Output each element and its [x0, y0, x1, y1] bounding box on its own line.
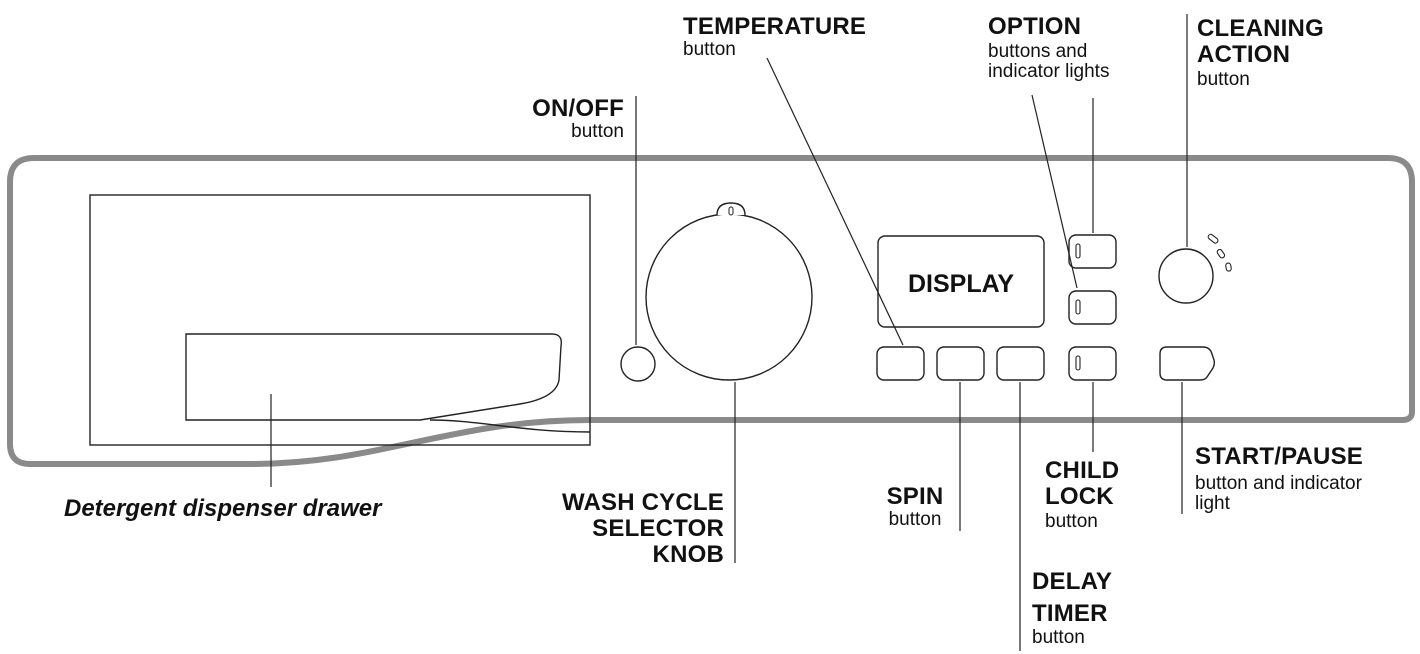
label-cleaning-title-1: CLEANING: [1197, 15, 1324, 42]
cleaning-indicator-light-3: [1225, 262, 1232, 272]
label-delay-timer-title-1: DELAY: [1032, 568, 1113, 595]
detergent-drawer-outer: [89, 194, 591, 446]
label-temperature-title: TEMPERATURE: [683, 13, 867, 40]
label-option: OPTION buttons and indicator lights: [988, 14, 1109, 83]
label-delay-timer-title-2: TIMER: [1032, 599, 1108, 627]
option-indicator-light-2: [1075, 299, 1081, 315]
knob-pointer-tab: [716, 202, 746, 216]
label-spin-title: SPIN: [886, 483, 944, 510]
detergent-drawer-handle[interactable]: [185, 333, 562, 421]
cleaning-action-button[interactable]: [1158, 248, 1214, 304]
label-temperature: TEMPERATURE button: [683, 14, 866, 60]
cleaning-indicator-light-1: [1207, 233, 1219, 244]
label-start-pause-sub-2: light: [1195, 493, 1230, 515]
label-cleaning-sub: button: [1197, 68, 1250, 90]
label-wash-cycle: WASH CYCLE SELECTOR KNOB: [480, 490, 724, 568]
label-option-sub-1: buttons and: [988, 40, 1088, 62]
delay-timer-button[interactable]: [996, 346, 1045, 381]
start-pause-button[interactable]: [1159, 346, 1216, 381]
drawer-panel-edge: [429, 419, 591, 433]
label-child-lock: CHILD LOCK button: [1045, 458, 1119, 532]
knob-pointer-mark: [728, 206, 734, 216]
label-start-pause-title: START/PAUSE: [1195, 443, 1363, 470]
wash-cycle-selector-knob[interactable]: [645, 213, 813, 381]
label-delay-timer: DELAY TIMER button: [1032, 568, 1112, 649]
label-start-pause-sub-1: button and indicator: [1195, 472, 1362, 494]
leader-option: [1031, 94, 1078, 289]
label-temperature-sub: button: [683, 38, 736, 60]
spin-button[interactable]: [936, 346, 985, 381]
label-child-lock-title-1: CHILD: [1045, 457, 1120, 484]
on-off-button[interactable]: [620, 346, 656, 382]
label-cleaning-action: CLEANING ACTION button: [1197, 16, 1324, 90]
leader-temperature: [766, 57, 904, 346]
label-on-off: ON/OFF button: [480, 96, 624, 142]
option-button-2[interactable]: [1068, 290, 1117, 325]
label-on-off-title: ON/OFF: [532, 95, 624, 122]
child-lock-indicator-light: [1075, 355, 1081, 371]
label-start-pause: START/PAUSE button and indicator light: [1195, 444, 1363, 515]
label-wash-cycle-line-3: KNOB: [652, 540, 724, 568]
leader-lines: [270, 14, 1188, 651]
display-text: DISPLAY: [908, 270, 1014, 298]
label-child-lock-sub: button: [1045, 510, 1098, 532]
temperature-button[interactable]: [876, 346, 925, 381]
label-detergent-drawer: Detergent dispenser drawer: [64, 495, 382, 522]
label-wash-cycle-line-1: WASH CYCLE: [561, 489, 724, 516]
display-screen: [877, 235, 1045, 328]
child-lock-button[interactable]: [1068, 346, 1117, 381]
label-cleaning-title-2: ACTION: [1197, 40, 1291, 68]
control-panel-outline: [7, 155, 1415, 467]
option-indicator-light-1: [1075, 243, 1081, 259]
label-wash-cycle-line-2: SELECTOR: [592, 514, 724, 542]
label-child-lock-title-2: LOCK: [1045, 482, 1114, 510]
label-delay-timer-sub: button: [1032, 627, 1085, 649]
label-on-off-sub: button: [571, 120, 624, 142]
label-spin-sub: button: [888, 508, 942, 530]
label-option-sub-2: indicator lights: [988, 61, 1110, 83]
label-option-title: OPTION: [988, 13, 1082, 40]
cleaning-indicator-light-2: [1216, 249, 1226, 259]
label-spin: SPIN button: [870, 484, 960, 530]
